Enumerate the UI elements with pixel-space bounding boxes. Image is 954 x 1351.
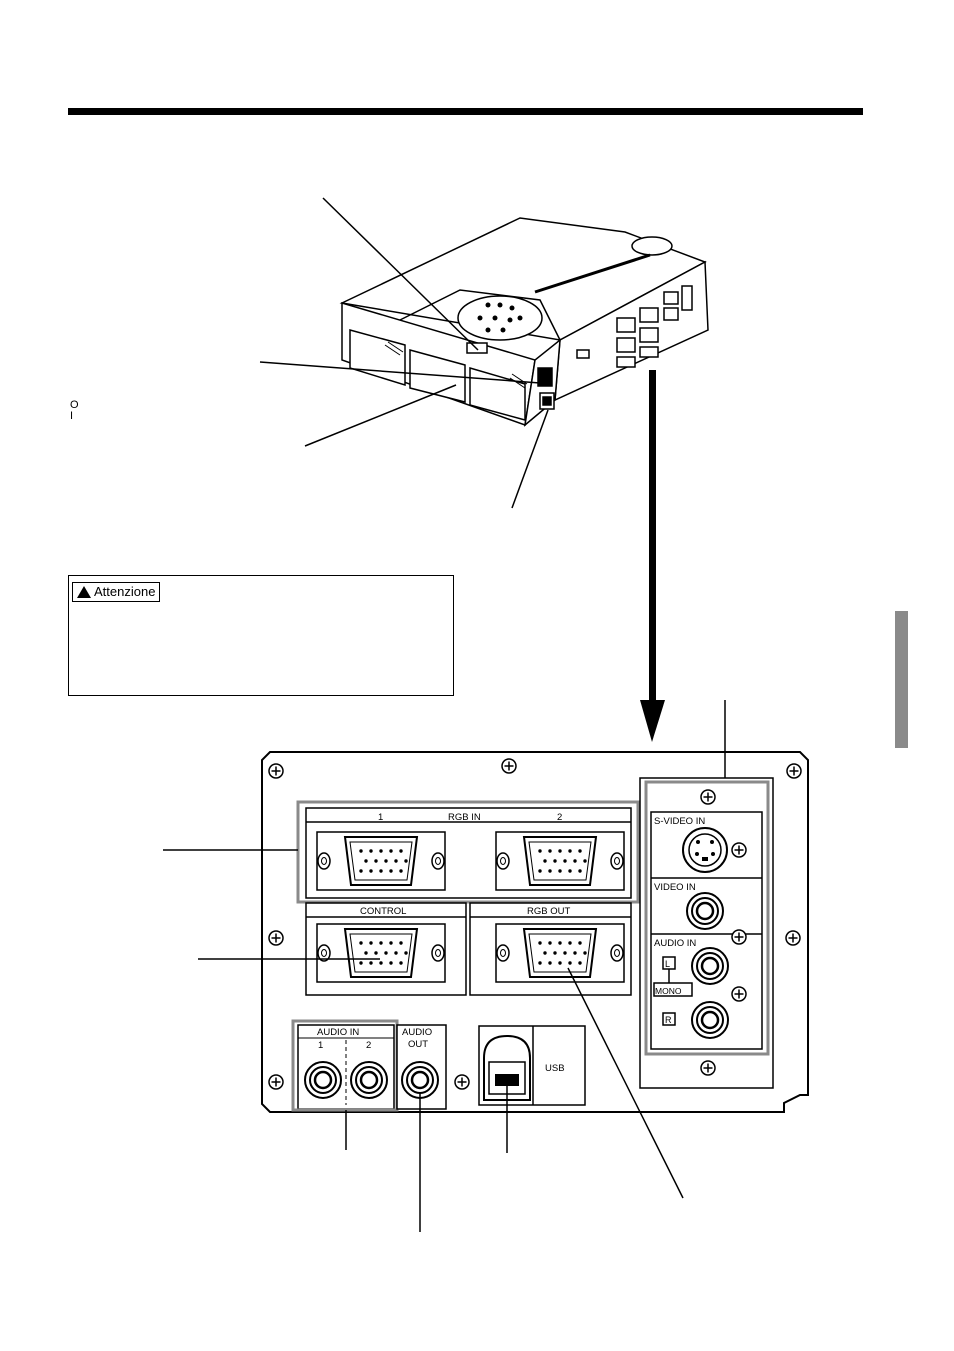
svideo-in-label: S-VIDEO IN xyxy=(654,816,705,827)
audio-in-2-label: 2 xyxy=(366,1040,371,1051)
rgb-out-label: RGB OUT xyxy=(527,906,570,917)
audio-in-1-label: 1 xyxy=(318,1040,323,1051)
power-symbols: O I xyxy=(70,400,79,422)
attention-box: Attenzione xyxy=(68,575,454,696)
power-on-symbol: I xyxy=(70,410,74,422)
projector-illustration xyxy=(339,217,709,427)
side-tab xyxy=(895,611,908,748)
rear-connector-panel: 1 RGB IN 2 CONTROL RGB OUT S-VIDEO IN VI… xyxy=(261,751,809,1113)
video-in-label: VIDEO IN xyxy=(654,882,696,893)
audio-mono-label: MONO xyxy=(655,986,682,996)
audio-in-label: AUDIO IN xyxy=(317,1027,359,1038)
usb-label: USB xyxy=(545,1063,565,1074)
attention-text: Attenzione xyxy=(94,584,156,599)
audio-in-right-label: AUDIO IN xyxy=(654,938,696,949)
top-rule xyxy=(68,108,863,115)
audio-out-label-2: OUT xyxy=(408,1039,428,1050)
attention-label: Attenzione xyxy=(72,582,161,602)
audio-out-label-1: AUDIO xyxy=(402,1027,432,1038)
panel-callouts xyxy=(163,700,726,1232)
control-label: CONTROL xyxy=(360,906,406,917)
audio-r-label: R xyxy=(665,1015,672,1025)
rgb-in-1-label: 1 xyxy=(378,812,383,823)
arrow-to-panel xyxy=(640,370,665,742)
audio-l-label: L xyxy=(665,959,670,969)
rgb-in-label: RGB IN xyxy=(448,812,481,823)
power-off-symbol: O xyxy=(70,399,79,411)
rgb-in-2-label: 2 xyxy=(557,812,562,823)
projector-callouts xyxy=(259,197,549,509)
warning-icon xyxy=(77,586,91,598)
